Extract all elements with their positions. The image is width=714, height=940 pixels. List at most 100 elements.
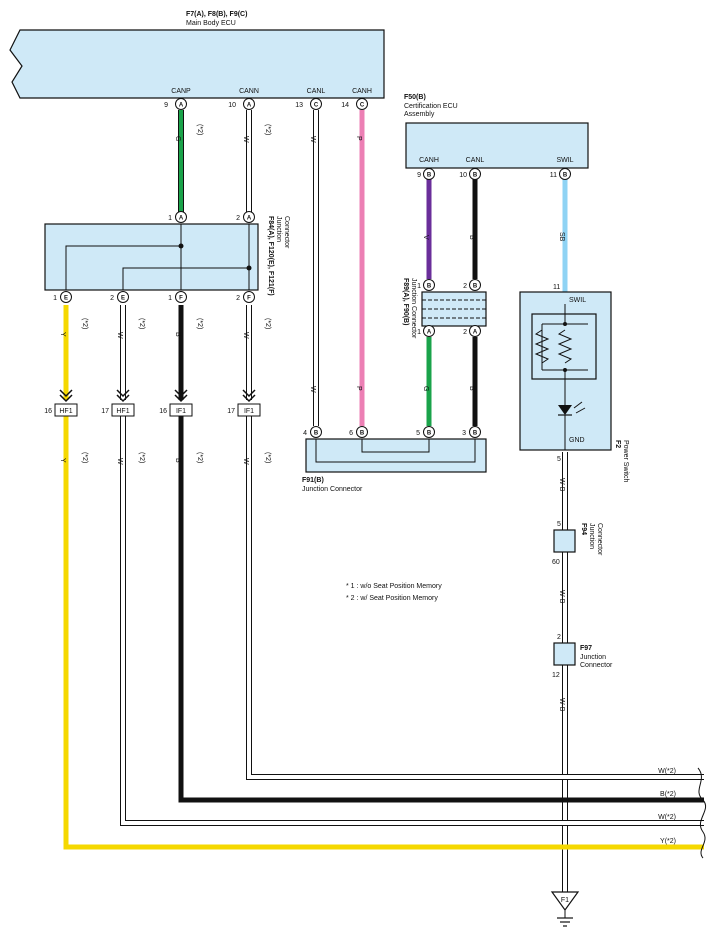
edge-label-4: Y(*2) — [660, 838, 676, 845]
wire-labels: G (*2) W (*2) W P V B SB Y (*2) W (*2) B… — [59, 124, 565, 712]
note-1: * 1 : w/o Seat Position Memory — [346, 583, 442, 590]
main-body-ecu-ref: F7(A), F8(B), F9(C) — [186, 11, 247, 18]
wire-label-wb2: W-B — [558, 590, 565, 604]
power-switch: SWIL GND F2 Power Switch 11 5 — [519, 284, 629, 483]
wire-star-w1: (*2) — [138, 318, 145, 329]
f91-bus-inner — [361, 439, 430, 453]
pin-jcm-a2: 2 A — [463, 325, 481, 337]
pin-conn: F — [247, 296, 251, 302]
inline-num: 16 — [159, 408, 167, 415]
wire-star-b2: (*2) — [196, 452, 203, 463]
wire-label-b1: B — [174, 332, 181, 337]
pin-conn: E — [64, 296, 68, 302]
wire-label-y2: Y — [59, 458, 66, 463]
power-switch-top-pin: 11 — [553, 284, 560, 291]
pin-label-canl-cert: CANL — [466, 157, 485, 164]
pin-label-cann: CANN — [239, 88, 259, 95]
main-body-ecu-name: Main Body ECU — [186, 20, 236, 27]
pin-conn: B — [427, 431, 432, 437]
certification-ecu-name-2: Assembly — [404, 111, 435, 118]
edge-label-3: W(*2) — [658, 814, 676, 821]
power-switch-resistor-frame — [531, 313, 597, 380]
pin-label-canl: CANL — [307, 88, 326, 95]
wire-label-w1: W — [116, 332, 123, 339]
f91-bus-outer — [315, 439, 476, 463]
pin-num: 14 — [341, 102, 349, 109]
ground-triangle — [550, 891, 580, 912]
pin-jcm-a1: 1 A — [417, 325, 435, 337]
inline-box — [237, 403, 261, 417]
inline-connector-hf1-16: 16 HF1 — [44, 389, 78, 417]
pin-conn: B — [427, 284, 432, 290]
pin-conn: A — [427, 330, 432, 336]
inline-name: IF1 — [176, 408, 186, 415]
certification-ecu-name: Certification ECU — [404, 103, 458, 110]
pin-circle — [423, 325, 435, 337]
wire-label-w-f91: W — [309, 386, 316, 393]
f97-pin-bottom: 12 — [552, 672, 560, 679]
wire-star-w3: (*2) — [138, 452, 145, 463]
wire-star-y1: (*2) — [81, 318, 88, 329]
inline-name: HF1 — [116, 408, 129, 415]
pin-label-swil-cert: SWIL — [556, 157, 573, 164]
inline-box — [169, 403, 193, 417]
pin-conn: B — [427, 173, 432, 179]
f94-name: Junction — [588, 523, 595, 549]
inline-num: 17 — [101, 408, 109, 415]
wire-label-g-top: G — [174, 136, 181, 141]
note-2: * 2 : w/ Seat Position Memory — [346, 595, 438, 602]
pin-circle — [243, 291, 255, 303]
pin-num: 2 — [236, 215, 240, 222]
wire-star-w4: (*2) — [264, 452, 271, 463]
pin-conn: B — [473, 431, 478, 437]
pin-conn: C — [360, 103, 365, 109]
inline-connector-if1-16: 16 IF1 — [159, 389, 193, 417]
power-switch-gnd-label: GND — [569, 437, 585, 444]
inline-num: 17 — [227, 408, 235, 415]
jc-left-node-2 — [246, 265, 252, 271]
wire-label-b2: B — [174, 458, 181, 463]
f97-ref: F97 — [580, 645, 592, 652]
pin-circle — [243, 98, 255, 110]
pin-circle — [423, 279, 435, 291]
main-body-ecu: F7(A), F8(B), F9(C) Main Body ECU CANP C… — [9, 11, 385, 99]
pin-f91-b5: 5 B — [416, 426, 435, 438]
resistor-icon-1 — [534, 329, 550, 364]
wire-w4 — [247, 416, 704, 779]
pin-conn: B — [473, 173, 478, 179]
chevron-down-icon — [174, 394, 188, 403]
main-body-ecu-box — [9, 29, 385, 99]
inline-box — [54, 403, 78, 417]
pin-label-canh-cert: CANH — [419, 157, 439, 164]
wire-w3 — [121, 416, 704, 825]
pin-num: 1 — [168, 295, 172, 302]
pin-circle — [117, 291, 129, 303]
pin-jcl-f1: 1 F — [168, 291, 187, 303]
pin-num: 2 — [463, 329, 467, 336]
pin-circle — [243, 211, 255, 223]
pin-conn: B — [563, 173, 568, 179]
pin-conn: A — [247, 216, 252, 222]
pin-conn: E — [121, 296, 125, 302]
pin-cann: 10 A — [228, 98, 255, 110]
ground-ref: F1 — [561, 897, 569, 904]
led-ray-2 — [575, 407, 586, 414]
pin-num: 1 — [417, 329, 421, 336]
pin-circle — [469, 168, 481, 180]
power-switch-name: Power Switch — [622, 440, 629, 483]
pin-circle — [356, 426, 368, 438]
jc-left-node-1 — [178, 243, 184, 249]
f94-name-2: Connector — [596, 523, 603, 556]
pin-circle — [356, 98, 368, 110]
wire-label-p-canh: P — [355, 136, 362, 141]
pin-conn: C — [314, 103, 319, 109]
pin-num: 2 — [236, 295, 240, 302]
pin-num: 4 — [303, 430, 307, 437]
pin-conn: F — [179, 296, 183, 302]
pin-jcl-f2: 2 F — [236, 291, 255, 303]
pin-cert-swil: 11 B — [550, 168, 571, 180]
pin-circle — [423, 168, 435, 180]
pin-conn: A — [179, 216, 184, 222]
ps-node-top — [563, 322, 567, 326]
